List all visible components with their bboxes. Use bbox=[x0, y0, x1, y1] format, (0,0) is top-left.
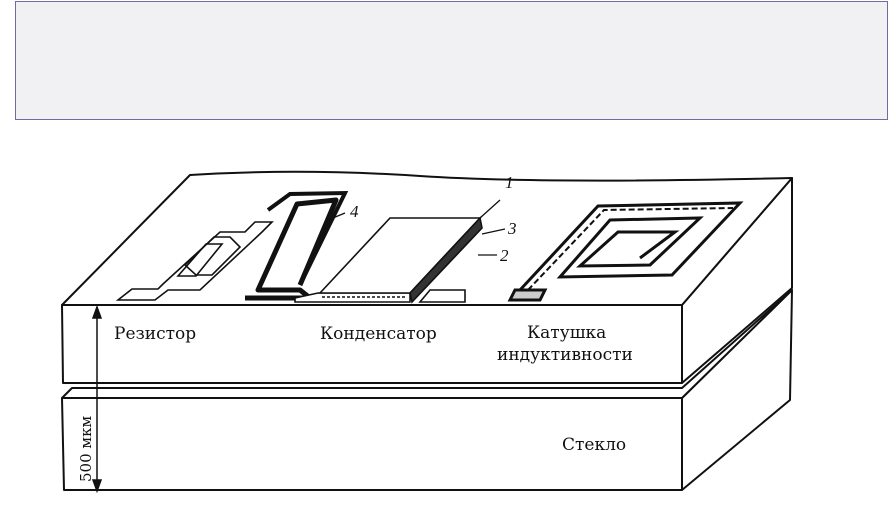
callout-4: 4 bbox=[350, 202, 359, 221]
inductor-label-line1: Катушка bbox=[527, 323, 606, 343]
resistor-label: Резистор bbox=[114, 324, 196, 344]
glass-label: Стекло bbox=[562, 435, 626, 455]
glass-board-front-face bbox=[61, 397, 683, 491]
inductor-label-line2: индуктивности bbox=[497, 345, 633, 365]
callout-3: 3 bbox=[507, 219, 517, 238]
header-box bbox=[15, 1, 888, 120]
capacitor-label: Конденсатор bbox=[320, 324, 437, 344]
callout-2: 2 bbox=[500, 246, 509, 265]
thickness-arrow bbox=[91, 304, 103, 494]
resistor-element bbox=[115, 221, 274, 301]
callout-1: 1 bbox=[505, 173, 514, 192]
substrate-front-face bbox=[61, 304, 683, 384]
inductor-element bbox=[507, 201, 744, 302]
thickness-label: 500 мкм bbox=[77, 416, 95, 482]
